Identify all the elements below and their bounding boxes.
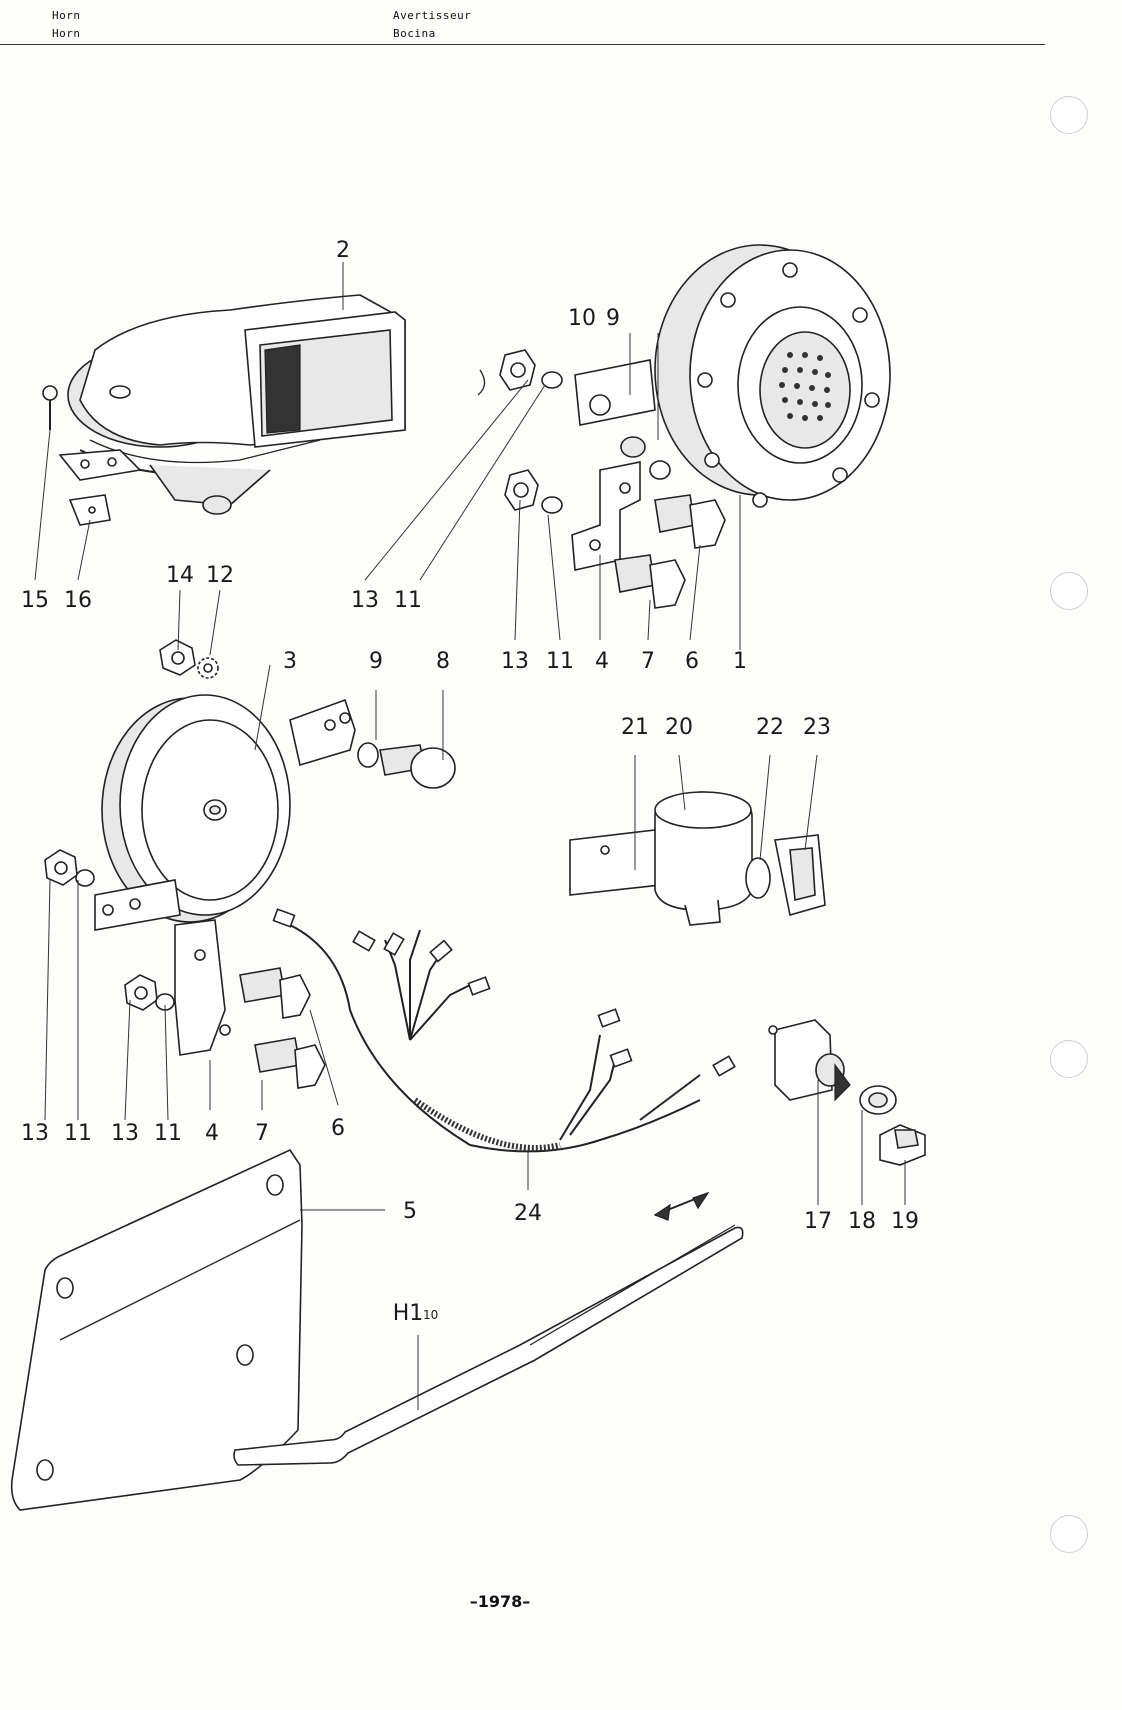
callout-15: 15 <box>21 588 49 613</box>
callout-6-a: 6 <box>685 649 699 674</box>
callout-13-d: 13 <box>111 1121 139 1146</box>
callout-7-b: 7 <box>255 1121 269 1146</box>
callout-h1: H1 <box>393 1301 424 1326</box>
horn-3-illustration <box>44 639 456 1089</box>
callout-23: 23 <box>803 715 831 740</box>
callout-7-a: 7 <box>641 649 655 674</box>
callout-4-a: 4 <box>595 649 609 674</box>
callout-8: 8 <box>436 649 450 674</box>
page-number: –1978– <box>469 1592 531 1611</box>
horn-2-illustration <box>42 294 406 526</box>
callout-3: 3 <box>283 649 297 674</box>
binder-hole-4 <box>1050 1515 1088 1553</box>
callout-11-d: 11 <box>154 1121 182 1146</box>
binder-hole-2 <box>1050 572 1088 610</box>
callout-4-b: 4 <box>205 1121 219 1146</box>
callout-1: 1 <box>733 649 747 674</box>
callout-9-mid: 9 <box>369 649 383 674</box>
callout-6-b: 6 <box>331 1116 345 1141</box>
wiring-harness-24-illustration <box>272 908 736 1153</box>
callout-10: 10 <box>568 306 596 331</box>
callout-20: 20 <box>665 715 693 740</box>
binder-hole-1 <box>1050 96 1088 134</box>
callout-22: 22 <box>756 715 784 740</box>
callout-12: 12 <box>206 563 234 588</box>
callout-h1-sub: 10 <box>423 1308 438 1322</box>
binder-hole-3 <box>1050 1040 1088 1078</box>
callout-21: 21 <box>621 715 649 740</box>
callout-11-b: 11 <box>546 649 574 674</box>
callout-11-c: 11 <box>64 1121 92 1146</box>
switch-17-illustration <box>768 1019 926 1166</box>
callout-5: 5 <box>403 1199 417 1224</box>
leader-lines <box>34 262 906 1410</box>
callout-9-top: 9 <box>606 306 620 331</box>
relay-20-illustration <box>569 791 826 926</box>
callout-16: 16 <box>64 588 92 613</box>
callout-13-a: 13 <box>351 588 379 613</box>
horn-1-illustration <box>654 244 891 508</box>
header-label-es: Bocina <box>393 27 436 40</box>
callout-24: 24 <box>514 1201 542 1226</box>
header-rule <box>0 44 1045 45</box>
callout-14: 14 <box>166 563 194 588</box>
callout-11-a: 11 <box>394 588 422 613</box>
callout-17: 17 <box>804 1209 832 1234</box>
header-label-de: Horn <box>52 27 81 40</box>
lever-h1-10-illustration <box>233 1191 744 1466</box>
callout-18: 18 <box>848 1209 876 1234</box>
callout-labels: 2 10 9 15 16 13 11 14 12 13 11 4 7 6 1 3… <box>21 238 919 1326</box>
horn-1-mounting-hardware <box>477 349 726 609</box>
header-label-fr: Avertisseur <box>393 9 472 22</box>
header-label-en: Horn <box>52 9 81 22</box>
callout-13-b: 13 <box>501 649 529 674</box>
callout-13-c: 13 <box>21 1121 49 1146</box>
callout-19: 19 <box>891 1209 919 1234</box>
callout-2: 2 <box>336 238 350 263</box>
